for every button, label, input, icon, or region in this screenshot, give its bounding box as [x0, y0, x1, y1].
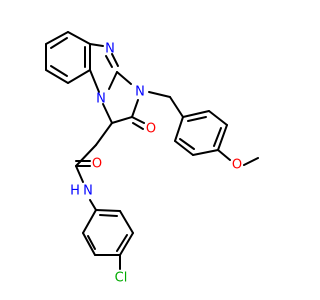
bond [45, 31, 69, 45]
bond [131, 99, 139, 118]
bond [89, 199, 97, 211]
atom-label-cl: Cl [115, 271, 128, 286]
bond [111, 53, 119, 67]
bond [131, 116, 145, 124]
bond [75, 165, 84, 183]
bond [102, 103, 113, 124]
atom-label-n: N [96, 92, 106, 107]
bond [208, 110, 228, 126]
bond [132, 122, 144, 130]
bond [75, 144, 97, 167]
bond [45, 69, 69, 84]
bond [217, 124, 228, 151]
bond [148, 91, 171, 98]
atom-label-n: N [83, 184, 93, 199]
bond [67, 31, 91, 45]
bond [243, 157, 259, 166]
bond [82, 232, 96, 256]
bond [105, 55, 113, 68]
bond [50, 65, 68, 77]
bond [182, 110, 210, 118]
atom-labels: N N N O O O N H Cl [70, 42, 242, 286]
atom-label-o: O [92, 157, 102, 172]
bond [87, 235, 96, 250]
bond [169, 96, 184, 118]
bond [179, 138, 195, 150]
bond [116, 234, 128, 252]
atom-label-o: O [146, 122, 156, 137]
molecule-canvas: N N N O O O N H Cl [45, 31, 259, 286]
bonds [45, 31, 259, 270]
bond [119, 210, 134, 234]
bond [95, 209, 121, 212]
bond [119, 232, 134, 256]
atom-label-n: N [135, 85, 145, 100]
bond [174, 116, 184, 142]
bond [67, 69, 91, 84]
atom-label-n: N [105, 42, 115, 57]
bond [217, 149, 231, 161]
bond [99, 214, 118, 217]
bond [174, 140, 194, 156]
bond [50, 37, 68, 49]
bond [187, 116, 207, 122]
structure-diagram: N N N O O O N H Cl [45, 31, 259, 286]
bond [82, 209, 97, 234]
atom-label-h: H [70, 184, 80, 199]
bond [213, 127, 222, 147]
bond [192, 149, 219, 156]
bond [108, 71, 118, 90]
bond [111, 116, 133, 124]
bond [89, 69, 100, 93]
bond [95, 122, 113, 146]
atom-label-o: O [232, 158, 242, 173]
bond [116, 71, 132, 85]
bond [89, 43, 104, 47]
